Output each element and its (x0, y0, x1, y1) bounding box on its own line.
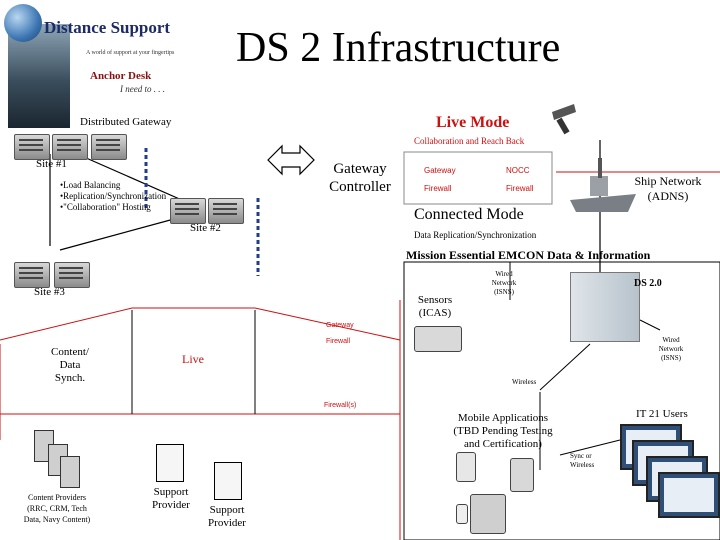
nocc-box-outline (403, 151, 553, 205)
bullet-item: •"Collaboration" Hosting (60, 202, 151, 212)
support-provider-label-1: Support Provider (152, 486, 190, 511)
nocc-label: NOCC (506, 166, 530, 175)
connected-mode-label: Connected Mode (414, 206, 524, 223)
firewall-left-label: Firewall (326, 338, 351, 345)
ds20-server-rack (570, 272, 640, 342)
bullet-item: •Replication/Synchronization (60, 191, 167, 201)
workstation-monitor-icon (658, 472, 720, 518)
wired-network-top-label: Wired Network (ISNS) (491, 270, 517, 296)
it21-users-label: IT 21 Users (636, 408, 688, 420)
ship-icon (568, 150, 638, 220)
sensor-device-icon (414, 326, 462, 352)
server-icon (54, 262, 90, 288)
logo-tagline: A world of support at your fingertips (86, 50, 175, 56)
wired-network-right-label: Wired Network (ISNS) (658, 336, 684, 362)
support-person-icon (156, 444, 184, 482)
live-mode-label: Live Mode (436, 114, 510, 131)
nocc-firewall-label-2: Firewall (506, 184, 534, 193)
firewalls-label: Firewall(s) (324, 402, 357, 409)
support-person-icon (214, 462, 242, 500)
live-label: Live (182, 352, 204, 366)
handheld-device-icon (456, 452, 476, 482)
server-icon (208, 198, 244, 224)
server-icon (14, 134, 50, 160)
content-providers-label: Content Providers (RRC, CRM, Tech Data, … (23, 493, 91, 524)
site3-label: Site #3 (34, 286, 65, 298)
handheld-device-icon (510, 458, 534, 492)
globe-icon (4, 4, 42, 42)
satellite-icon (548, 100, 578, 136)
gateway-left-label: Gateway (326, 322, 354, 329)
logo-title: Distance Support (44, 18, 171, 37)
sync-or-wireless-label: Sync or Wireless (570, 452, 595, 469)
wireless-label: Wireless (512, 378, 537, 386)
anchor-desk-label: Anchor Desk (90, 70, 152, 82)
tablet-device-icon (470, 494, 506, 534)
content-data-synch-label: Content/ Data Synch. (51, 346, 89, 384)
page-title: DS 2 Infrastructure (236, 25, 561, 71)
gateway-controller-label: Gateway Controller (329, 161, 391, 195)
collab-reach-back-label: Collaboration and Reach Back (414, 136, 525, 146)
mission-essential-label: Mission Essential EMCON Data & Informati… (406, 248, 651, 262)
support-provider-label-2: Support Provider (208, 504, 246, 529)
ds20-label: DS 2.0 (634, 278, 662, 289)
nocc-gateway-label: Gateway (424, 166, 456, 175)
site1-label: Site #1 (36, 158, 67, 170)
mobile-apps-label: Mobile Applications (TBD Pending Testing… (453, 412, 553, 450)
ship-network-label: Ship Network (ADNS) (634, 174, 702, 203)
i-need-label: I need to . . . (120, 84, 165, 94)
server-icon (52, 134, 88, 160)
double-arrow (267, 144, 315, 176)
gateway-features-list: •Load Balancing •Replication/Synchroniza… (60, 180, 166, 213)
distributed-gateway-label: Distributed Gateway (80, 116, 172, 128)
bullet-item: •Load Balancing (60, 180, 121, 190)
sensors-label: Sensors (ICAS) (417, 294, 453, 319)
red-top-line (0, 307, 401, 341)
data-replication-label: Data Replication/Synchronization (414, 230, 537, 240)
stylus-icon (456, 504, 468, 524)
computer-icon (60, 456, 80, 488)
server-icon (14, 262, 50, 288)
site3-site2-link (59, 215, 186, 251)
mission-essential-box (403, 261, 720, 540)
site2-label: Site #2 (190, 222, 221, 234)
nocc-firewall-label-1: Firewall (424, 184, 452, 193)
distance-support-logo: Distance Support A world of support at y… (4, 4, 174, 130)
server-icon (91, 134, 127, 160)
server-icon (170, 198, 206, 224)
